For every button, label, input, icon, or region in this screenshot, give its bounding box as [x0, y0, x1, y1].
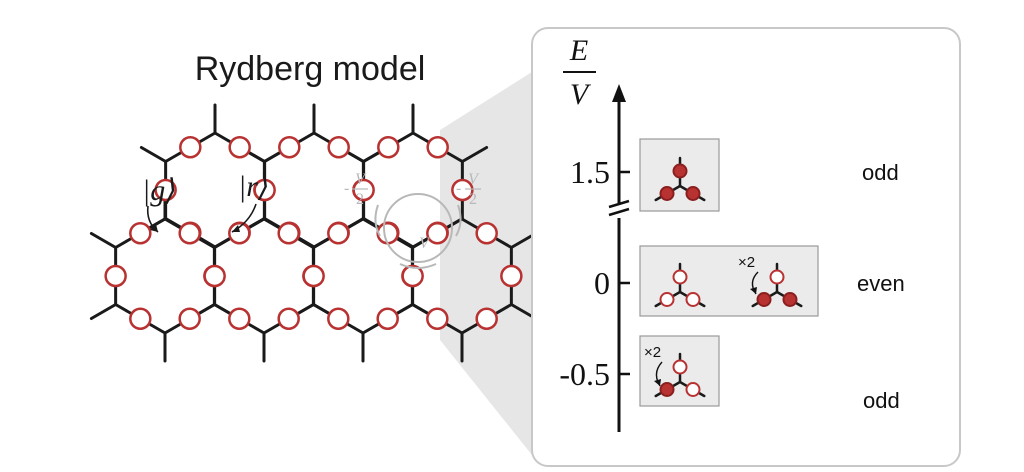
config-ground-atom	[685, 382, 701, 397]
ground-atom	[228, 222, 251, 245]
multiplicity-label-even: ×2	[738, 254, 755, 271]
axis-label-numerator: E	[569, 34, 588, 67]
axis-break-mark-1	[608, 199, 630, 209]
config-ground-atom	[769, 269, 785, 285]
energy-axis: E V 1.5 0 -0.5	[559, 34, 630, 432]
title: Rydberg model	[195, 50, 426, 88]
axis-break-mark-2	[608, 207, 630, 217]
ground-atom	[129, 222, 152, 245]
ground-atom	[104, 264, 127, 288]
config-ground-atom	[659, 292, 675, 307]
interaction-right-minus: -	[456, 180, 461, 197]
ground-atom	[178, 222, 201, 245]
interaction-arrow-bottom	[399, 263, 437, 269]
config-ground-atom	[672, 269, 688, 285]
ground-state-label: |g⟩	[142, 174, 177, 207]
ground-atom	[475, 222, 498, 245]
ground-atom	[203, 264, 226, 288]
ground-atom	[178, 307, 201, 330]
ground-atom	[327, 307, 350, 330]
interaction-right-den: 2	[469, 191, 477, 208]
ground-atom	[475, 307, 498, 330]
interaction-arrow-right	[455, 204, 462, 237]
config-two-rydberg	[751, 262, 803, 308]
ground-atom	[129, 307, 152, 330]
tick-label-neg-0-5: -0.5	[559, 356, 610, 392]
interaction-ring	[383, 193, 453, 263]
ground-atom	[500, 264, 523, 288]
ground-atom	[154, 178, 177, 202]
config-ground-atom	[672, 359, 688, 375]
parity-label-1-5: odd	[862, 160, 899, 185]
lattice-stub	[89, 303, 118, 320]
ground-state-arrowhead	[150, 224, 158, 232]
config-one-rydberg	[654, 352, 706, 398]
ground-atom	[327, 222, 350, 245]
parity-label-0: even	[857, 271, 905, 296]
tick-label-1-5: 1.5	[570, 154, 610, 190]
config-all-ground	[654, 262, 706, 308]
lattice-stub	[139, 146, 168, 163]
interaction-left-den: 2	[356, 191, 364, 208]
configs	[654, 156, 803, 398]
ground-atom	[179, 136, 202, 159]
ground-atom	[278, 136, 301, 159]
config-rydberg-atom	[685, 186, 701, 201]
ground-atom	[327, 136, 350, 159]
rydberg-state-label: |r⟩	[238, 170, 270, 203]
parity-label-neg-0-5: odd	[863, 388, 900, 413]
zoom-callout	[440, 72, 532, 455]
config-ground-atom	[685, 292, 701, 307]
multiplicity-label-odd: ×2	[644, 344, 661, 361]
config-rydberg-atom	[672, 163, 688, 179]
config-all-rydberg	[654, 156, 706, 202]
config-rydberg-atom	[659, 186, 675, 201]
interaction-overlay	[374, 193, 462, 269]
ground-atom	[426, 136, 449, 159]
ground-atom	[376, 307, 399, 330]
interaction-arrow-left	[374, 204, 381, 237]
ground-atom	[228, 136, 251, 159]
ground-atom	[376, 222, 399, 245]
ground-atom	[277, 307, 300, 330]
multiplicity-arrowhead-even	[750, 287, 757, 294]
ground-atom	[302, 264, 325, 288]
honeycomb-lattice	[89, 103, 538, 363]
ground-atom	[228, 307, 251, 330]
interaction-right-fraction: - V 2	[456, 171, 481, 208]
axis-label-denominator: V	[570, 78, 592, 111]
interaction-left-minus: -	[344, 180, 349, 197]
tick-label-0: 0	[594, 265, 610, 301]
ground-atom	[426, 307, 449, 330]
ground-atom	[277, 222, 300, 245]
lattice-stub	[460, 146, 489, 163]
config-rydberg-atom	[782, 292, 798, 307]
ground-atom	[377, 136, 400, 159]
ground-atom	[426, 222, 449, 245]
ground-atom	[401, 264, 424, 288]
multiplicity-arrowhead-odd	[654, 379, 661, 386]
config-rydberg-atom	[659, 382, 675, 397]
interaction-right-num: V	[468, 171, 480, 188]
ground-atom	[451, 178, 474, 202]
lattice-stub	[89, 232, 118, 249]
interaction-center-label: V	[419, 235, 431, 252]
ground-atom	[352, 178, 375, 202]
interaction-left-num: V	[355, 171, 367, 188]
rydberg-state-arrowhead	[232, 225, 240, 232]
axis-arrowhead	[612, 84, 626, 102]
interaction-left-fraction: - V 2	[344, 171, 368, 208]
ground-atom	[253, 178, 276, 202]
config-rydberg-atom	[756, 292, 772, 307]
